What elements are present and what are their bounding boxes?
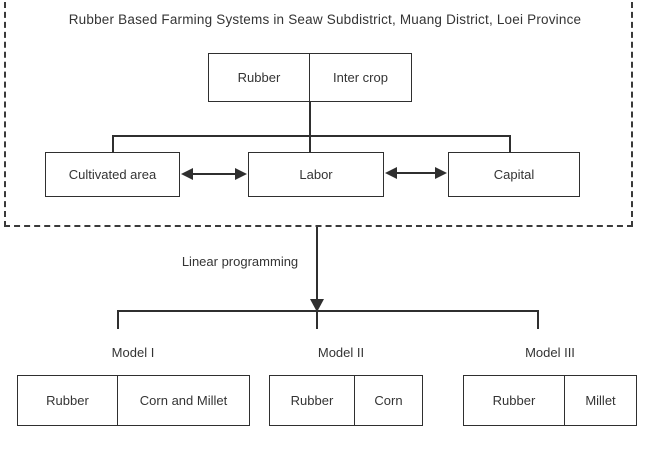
bidirectional-arrow-labor-capital: [385, 166, 447, 180]
bracket-horizontal: [117, 310, 539, 312]
model1-label: Model I: [111, 345, 155, 360]
model3-cell-millet: Millet: [585, 393, 616, 408]
arrowhead-right-icon: [235, 168, 247, 180]
model1-box: Rubber Corn and Millet: [17, 375, 250, 426]
system-boundary-frame: [4, 0, 633, 227]
diagram-title: Rubber Based Farming Systems in Seaw Sub…: [68, 12, 582, 27]
bidirectional-arrow-cultivated-labor: [181, 167, 247, 181]
arrow-shaft: [186, 173, 242, 175]
arrowhead-right-icon: [435, 167, 447, 179]
connector-horizontal: [112, 135, 510, 137]
bracket-drop-model3: [537, 310, 539, 329]
model2-box: Rubber Corn: [269, 375, 423, 426]
crop-cell-rubber: Rubber: [209, 54, 310, 101]
model2-cell-corn: Corn: [374, 393, 403, 408]
model1-cell-corn-and-millet: Corn and Millet: [139, 393, 228, 408]
resource-box-labor: Labor: [248, 152, 384, 197]
resource-box-capital: Capital: [448, 152, 580, 197]
connector-center-vertical: [309, 102, 311, 152]
connector-drop-right: [509, 135, 511, 152]
process-arrow-label: Linear programming: [181, 254, 299, 269]
arrowhead-down-icon: [310, 299, 324, 312]
bracket-drop-model1: [117, 310, 119, 329]
connector-drop-left: [112, 135, 114, 152]
model3-cell-rubber: Rubber: [464, 376, 565, 425]
model3-box: Rubber Millet: [463, 375, 637, 426]
model3-label: Model III: [525, 345, 575, 360]
resource-box-cultivated-area: Cultivated area: [45, 152, 180, 197]
arrow-shaft: [390, 172, 442, 174]
bracket-drop-model2: [316, 310, 318, 329]
crop-system-box: Rubber Inter crop: [208, 53, 412, 102]
resource-label-labor: Labor: [299, 167, 333, 182]
model1-cell-rubber: Rubber: [18, 376, 118, 425]
resource-label-capital: Capital: [493, 167, 535, 182]
resource-label-cultivated-area: Cultivated area: [68, 167, 157, 182]
model2-cell-rubber: Rubber: [270, 376, 355, 425]
crop-cell-intercrop: Inter crop: [333, 70, 388, 85]
model2-label: Model II: [317, 345, 365, 360]
process-arrow-line: [316, 227, 318, 302]
